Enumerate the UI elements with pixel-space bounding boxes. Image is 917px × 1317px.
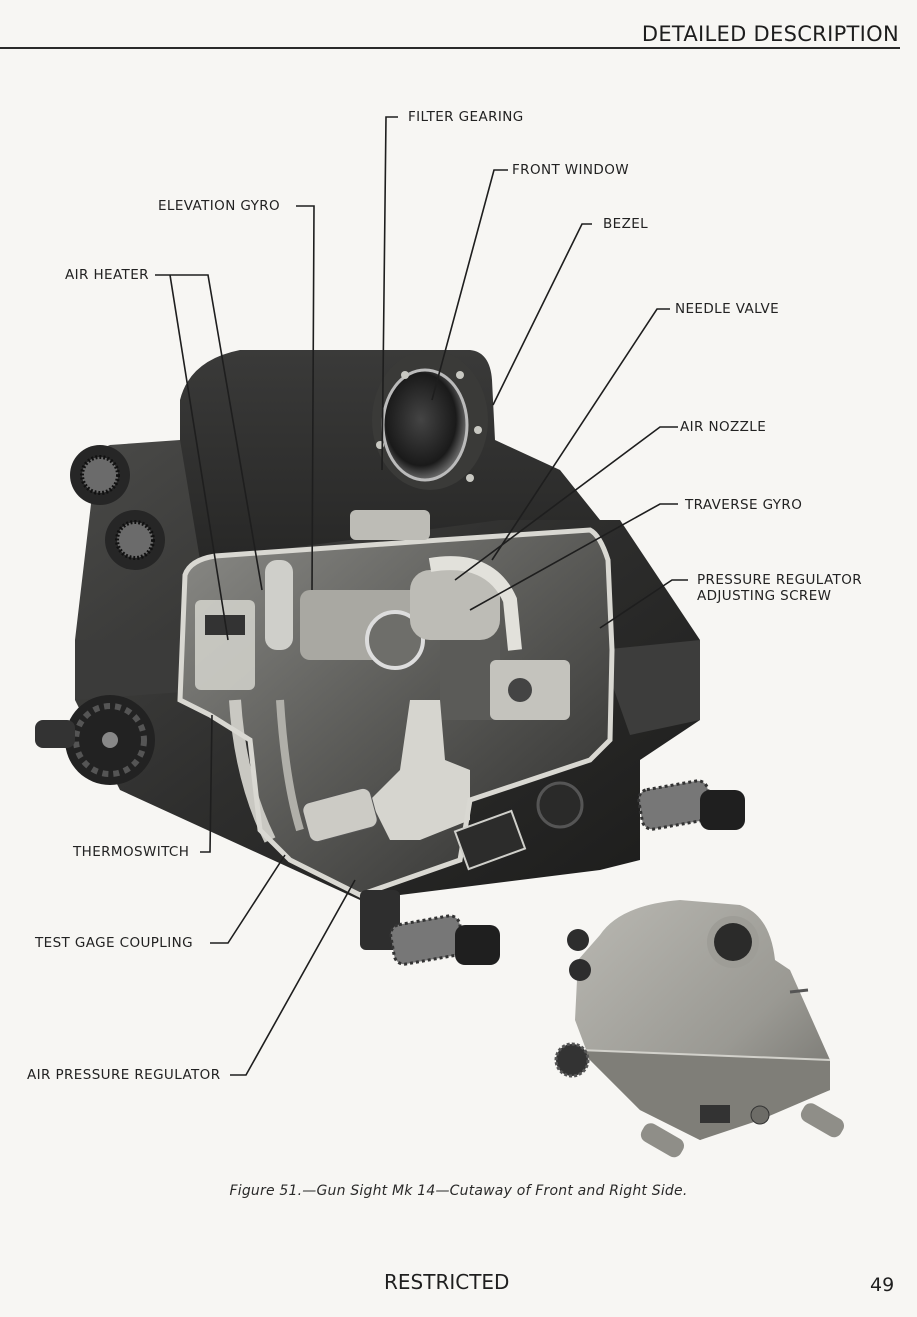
header-rule <box>0 47 900 49</box>
figure-caption: Figure 51.—Gun Sight Mk 14—Cutaway of Fr… <box>229 1183 688 1199</box>
callout-test-gage-coupling: TEST GAGE COUPLING <box>35 935 193 951</box>
callout-thermoswitch: THERMOSWITCH <box>73 844 190 860</box>
classification-marking: RESTRICTED <box>384 1270 510 1294</box>
left-connector-knobs <box>70 445 165 570</box>
callout-traverse-gyro: TRAVERSE GYRO <box>685 497 803 513</box>
callout-air-pressure-regulator: AIR PRESSURE REGULATOR <box>27 1067 221 1083</box>
callout-needle-valve: NEEDLE VALVE <box>675 301 780 317</box>
callout-front-window: FRONT WINDOW <box>512 162 630 178</box>
callout-air-nozzle: AIR NOZZLE <box>680 419 767 435</box>
section-title: DETAILED DESCRIPTION <box>641 22 899 46</box>
callout-filter-gearing: FILTER GEARING <box>408 109 524 125</box>
callout-air-heater: AIR HEATER <box>65 267 149 283</box>
callout-bezel: BEZEL <box>603 216 649 232</box>
callout-pressure-regulator-line1: PRESSURE REGULATOR <box>697 572 862 588</box>
gun-sight-exterior-inset <box>554 900 844 1158</box>
callout-pressure-regulator-screw: PRESSURE REGULATOR ADJUSTING SCREW <box>697 572 862 604</box>
page-number: 49 <box>870 1274 895 1296</box>
callout-leader-lines <box>155 116 688 1076</box>
callout-elevation-gyro: ELEVATION GYRO <box>158 198 281 214</box>
callout-pressure-regulator-line2: ADJUSTING SCREW <box>697 588 832 604</box>
gun-sight-cutaway <box>35 350 745 966</box>
